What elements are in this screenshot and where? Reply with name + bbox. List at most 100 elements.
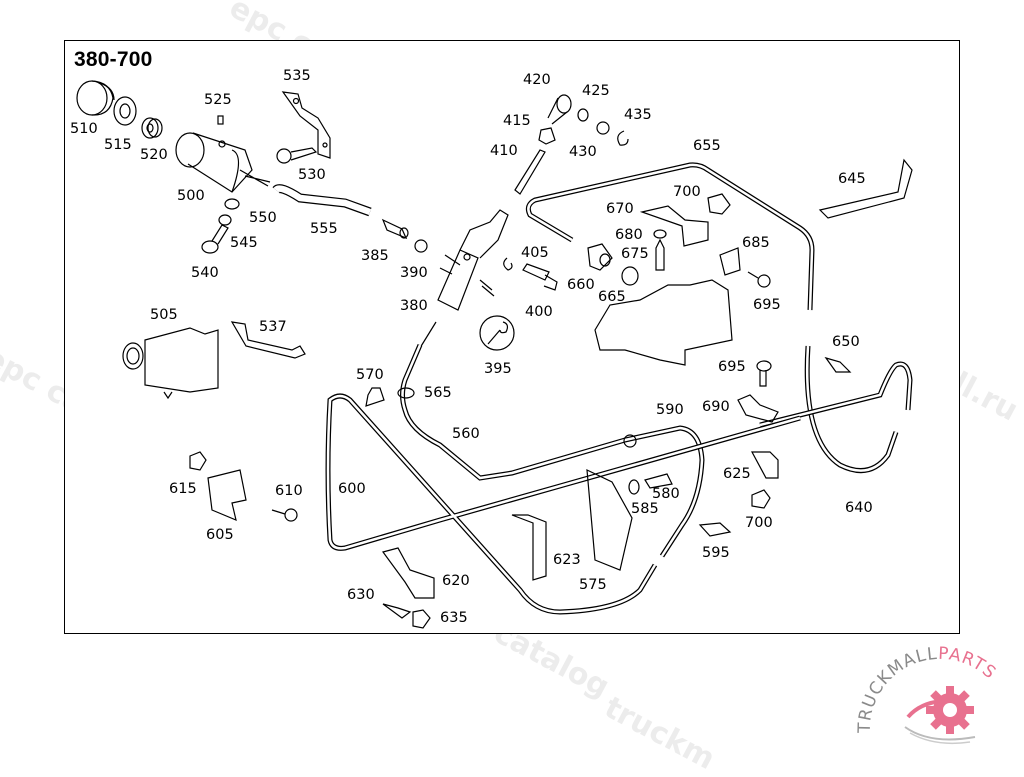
part-690-clamp[interactable]: [737, 394, 779, 423]
part-500-reservoir[interactable]: [175, 132, 271, 193]
part-670-bracket[interactable]: [639, 205, 709, 247]
label-690[interactable]: 690: [702, 399, 730, 415]
part-605-bracket[interactable]: [207, 469, 247, 522]
part-515-seal[interactable]: [113, 96, 137, 126]
label-550[interactable]: 550: [249, 210, 277, 226]
label-385[interactable]: 385: [361, 248, 389, 264]
label-700-top[interactable]: 700: [673, 184, 701, 200]
part-420-clevis[interactable]: [547, 94, 572, 125]
truckmallparts-logo[interactable]: TRUCKMALLPARTS: [850, 644, 1024, 750]
label-420[interactable]: 420: [523, 72, 551, 88]
label-570[interactable]: 570: [356, 367, 384, 383]
label-585[interactable]: 585: [631, 501, 659, 517]
label-555[interactable]: 555: [310, 221, 338, 237]
label-510[interactable]: 510: [70, 121, 98, 137]
label-685[interactable]: 685: [742, 235, 770, 251]
part-405-clip[interactable]: [503, 257, 513, 271]
part-700-nut[interactable]: [707, 193, 731, 215]
part-675-screw[interactable]: [655, 238, 665, 271]
part-550-washer[interactable]: [224, 198, 240, 210]
part-630-bolt[interactable]: [382, 603, 412, 619]
label-610[interactable]: 610: [275, 483, 303, 499]
part-390-seal[interactable]: [414, 239, 428, 253]
label-625[interactable]: 625: [723, 466, 751, 482]
label-655[interactable]: 655: [693, 138, 721, 154]
part-700-nut-2[interactable]: [751, 489, 771, 509]
part-435-clip[interactable]: [617, 130, 629, 146]
part-623-bracket[interactable]: [511, 514, 547, 581]
part-400-bolt[interactable]: [522, 263, 558, 291]
part-585-washer[interactable]: [628, 479, 640, 495]
part-570-grommet[interactable]: [365, 387, 385, 407]
label-425[interactable]: 425: [582, 83, 610, 99]
part-510-cap[interactable]: [76, 80, 115, 116]
label-515[interactable]: 515: [104, 137, 132, 153]
part-380-cylinder[interactable]: [414, 209, 509, 357]
label-525[interactable]: 525: [204, 92, 232, 108]
part-565-grommet[interactable]: [397, 387, 415, 399]
label-580[interactable]: 580: [652, 486, 680, 502]
label-415[interactable]: 415: [503, 113, 531, 129]
label-620[interactable]: 620: [442, 573, 470, 589]
label-390[interactable]: 390: [400, 265, 428, 281]
part-540-bolt[interactable]: [201, 224, 229, 254]
part-395-tool-symbol[interactable]: [479, 315, 515, 351]
part-645-bracket[interactable]: [818, 158, 913, 219]
label-675[interactable]: 675: [621, 246, 649, 262]
label-560[interactable]: 560: [452, 426, 480, 442]
part-385-fitting[interactable]: [381, 218, 409, 240]
part-535-bracket[interactable]: [281, 91, 331, 159]
label-380[interactable]: 380: [400, 298, 428, 314]
part-590-connector[interactable]: [623, 434, 637, 448]
part-650-clip[interactable]: [824, 356, 852, 373]
label-635[interactable]: 635: [440, 610, 468, 626]
label-505[interactable]: 505: [150, 307, 178, 323]
part-610-screw[interactable]: [271, 508, 298, 522]
label-640[interactable]: 640: [845, 500, 873, 516]
part-625-bracket[interactable]: [750, 451, 779, 479]
part-680-washer[interactable]: [653, 229, 667, 239]
label-410[interactable]: 410: [490, 143, 518, 159]
label-405[interactable]: 405: [521, 245, 549, 261]
part-530-screw[interactable]: [276, 147, 318, 164]
label-650[interactable]: 650: [832, 334, 860, 350]
label-545[interactable]: 545: [230, 235, 258, 251]
label-590[interactable]: 590: [656, 402, 684, 418]
part-600-pipe[interactable]: [325, 393, 801, 615]
part-660-adapter[interactable]: [587, 243, 613, 271]
label-680[interactable]: 680: [615, 227, 643, 243]
label-630[interactable]: 630: [347, 587, 375, 603]
part-620-bracket[interactable]: [381, 547, 435, 599]
label-530[interactable]: 530: [298, 167, 326, 183]
part-545-washer[interactable]: [218, 214, 232, 226]
label-600[interactable]: 600: [338, 481, 366, 497]
label-400[interactable]: 400: [525, 304, 553, 320]
label-595[interactable]: 595: [702, 545, 730, 561]
label-520[interactable]: 520: [140, 147, 168, 163]
label-395[interactable]: 395: [484, 361, 512, 377]
label-435[interactable]: 435: [624, 107, 652, 123]
label-660[interactable]: 660: [567, 277, 595, 293]
label-575[interactable]: 575: [579, 577, 607, 593]
label-695-top[interactable]: 695: [753, 297, 781, 313]
label-695-mid[interactable]: 695: [718, 359, 746, 375]
part-410-pushrod[interactable]: [514, 149, 546, 195]
label-500[interactable]: 500: [177, 188, 205, 204]
part-430-washer[interactable]: [596, 121, 610, 135]
label-665[interactable]: 665: [598, 289, 626, 305]
part-520-bushing[interactable]: [141, 117, 163, 139]
label-700-bottom[interactable]: 700: [745, 515, 773, 531]
label-615[interactable]: 615: [169, 481, 197, 497]
part-695-screw[interactable]: [747, 271, 771, 288]
part-595-clip[interactable]: [698, 522, 732, 537]
part-537-bracket[interactable]: [230, 321, 306, 359]
part-525-pin[interactable]: [217, 115, 224, 125]
label-670[interactable]: 670: [606, 201, 634, 217]
part-615-nut[interactable]: [189, 451, 207, 471]
part-665-seal[interactable]: [621, 266, 639, 286]
label-645[interactable]: 645: [838, 171, 866, 187]
part-685-clamp[interactable]: [719, 247, 741, 276]
part-695-bolt[interactable]: [756, 360, 772, 387]
label-623[interactable]: 623: [553, 552, 581, 568]
part-635-nut[interactable]: [412, 609, 431, 629]
